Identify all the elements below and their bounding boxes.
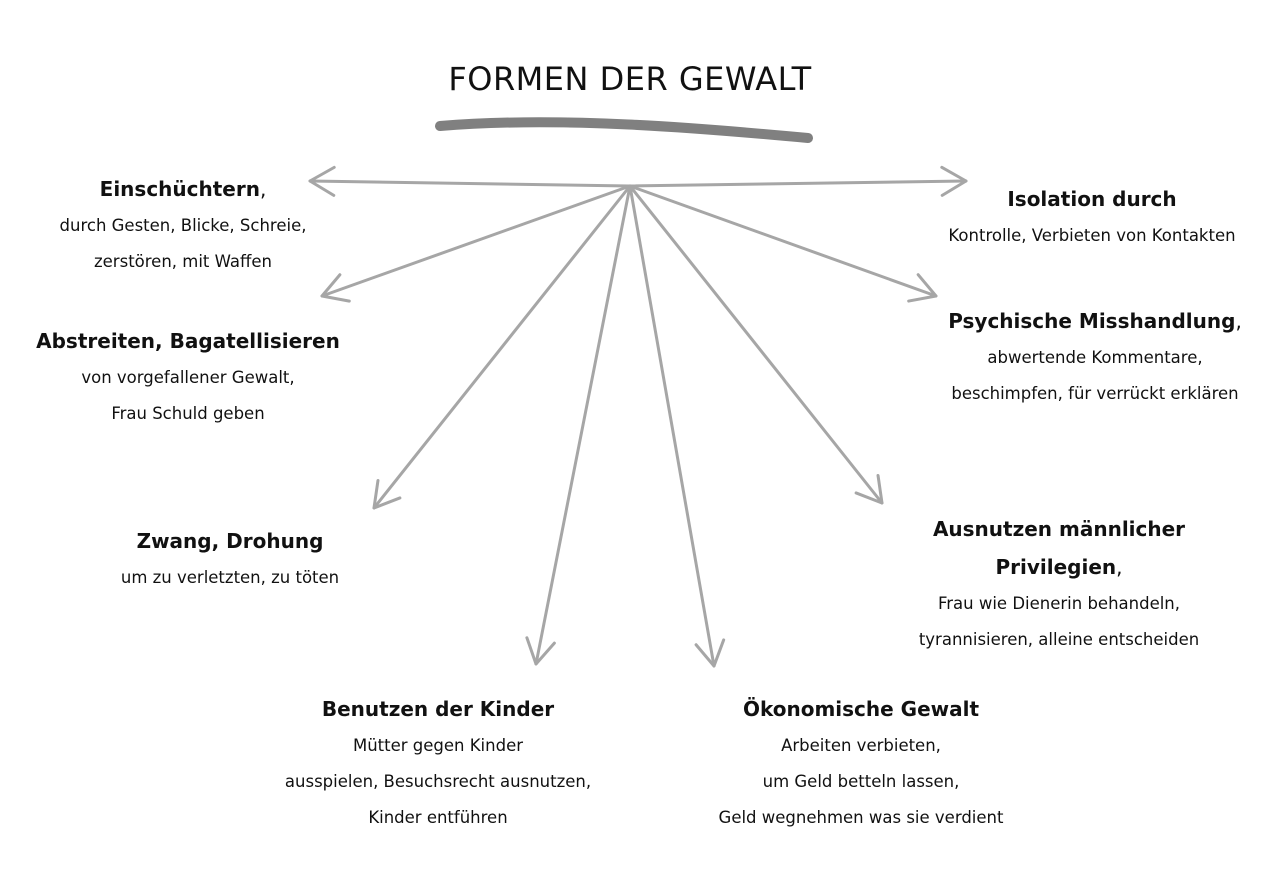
arrow-shaft	[628, 184, 938, 298]
arrow-shaft	[534, 184, 632, 666]
item-heading: Psychische Misshandlung,	[948, 309, 1242, 333]
arrow-to-zwang-drohung	[372, 184, 632, 510]
arrow-head	[694, 638, 726, 668]
item-description-line: tyrannisieren, alleine entscheiden	[918, 630, 1200, 649]
item-isolation: Isolation durch Kontrolle, Verbieten von…	[906, 180, 1276, 254]
item-description-line: Frau wie Dienerin behandeln,	[937, 594, 1181, 613]
arrow-to-einschuechtern	[308, 165, 632, 197]
item-psychische-misshandlung: Psychische Misshandlung, abwertende Komm…	[912, 302, 1276, 412]
arrow-head	[525, 636, 556, 666]
diagram-title: FORMEN DER GEWALT	[448, 60, 812, 98]
item-description-line: Kontrolle, Verbieten von Kontakten	[948, 226, 1236, 245]
arrow-head	[854, 474, 884, 505]
item-description-line: durch Gesten, Blicke, Schreie,	[59, 216, 307, 235]
item-description-line: Arbeiten verbieten,	[781, 736, 941, 755]
item-heading: Benutzen der Kinder	[321, 697, 555, 721]
item-description-line: abwertende Kommentare,	[987, 348, 1203, 367]
item-zwang-drohung: Zwang, Drohung um zu verletzten, zu töte…	[70, 522, 390, 596]
item-description-line: Kinder entführen	[368, 808, 508, 827]
item-description-line: um Geld betteln lassen,	[762, 772, 960, 791]
arrow-to-psychische-misshandlung	[628, 184, 938, 303]
arrow-shaft	[372, 184, 632, 510]
arrow-to-abstreiten	[320, 184, 632, 303]
item-description-line: Geld wegnehmen was sie verdient	[718, 808, 1004, 827]
item-heading: Zwang, Drohung	[136, 529, 324, 553]
item-heading: Abstreiten, Bagatellisieren	[36, 329, 340, 353]
arrow-head	[372, 479, 402, 510]
item-heading: Isolation durch	[1007, 187, 1177, 211]
arrow-shaft	[308, 179, 632, 188]
arrow-head	[308, 165, 336, 197]
arrow-to-benutzen-der-kinder	[525, 184, 632, 666]
item-heading: Ausnutzen männlicher	[932, 517, 1186, 541]
item-description-line: Frau Schuld geben	[111, 404, 265, 423]
item-description-line: ausspielen, Besuchsrecht ausnutzen,	[284, 772, 592, 791]
item-heading: Einschüchtern,	[99, 177, 267, 201]
arrow-head	[940, 165, 968, 197]
item-heading: Ökonomische Gewalt	[742, 697, 980, 721]
item-description-line: um zu verletzten, zu töten	[120, 568, 340, 587]
item-heading-continued: Privilegien,	[995, 555, 1123, 579]
item-oekonomische-gewalt: Ökonomische Gewalt Arbeiten verbieten, u…	[674, 690, 1048, 836]
item-ausnutzen-privilegien: Ausnutzen männlicher Privilegien, Frau w…	[872, 510, 1246, 658]
arrow-shaft	[628, 184, 716, 668]
item-description-line: Mütter gegen Kinder	[352, 736, 524, 755]
title-underline	[435, 117, 813, 143]
arrow-shaft	[320, 184, 632, 298]
arrow-head	[320, 273, 351, 303]
arrow-to-ausnutzen-privilegien	[628, 184, 884, 505]
arrow-shaft	[628, 179, 968, 188]
item-abstreiten: Abstreiten, Bagatellisieren von vorgefal…	[8, 322, 368, 432]
arrow-group	[308, 165, 968, 668]
item-description-line: von vorgefallener Gewalt,	[81, 368, 295, 387]
item-description-line: beschimpfen, für verrückt erklären	[951, 384, 1239, 403]
arrow-shaft	[628, 184, 884, 505]
arrow-to-isolation	[628, 165, 968, 197]
arrow-head	[907, 273, 938, 303]
item-einschuechtern: Einschüchtern, durch Gesten, Blicke, Sch…	[18, 170, 348, 280]
item-benutzen-der-kinder: Benutzen der Kinder Mütter gegen Kinder …	[250, 690, 626, 836]
item-description-line: zerstören, mit Waffen	[94, 252, 272, 271]
arrow-to-oekonomische-gewalt	[628, 184, 726, 668]
